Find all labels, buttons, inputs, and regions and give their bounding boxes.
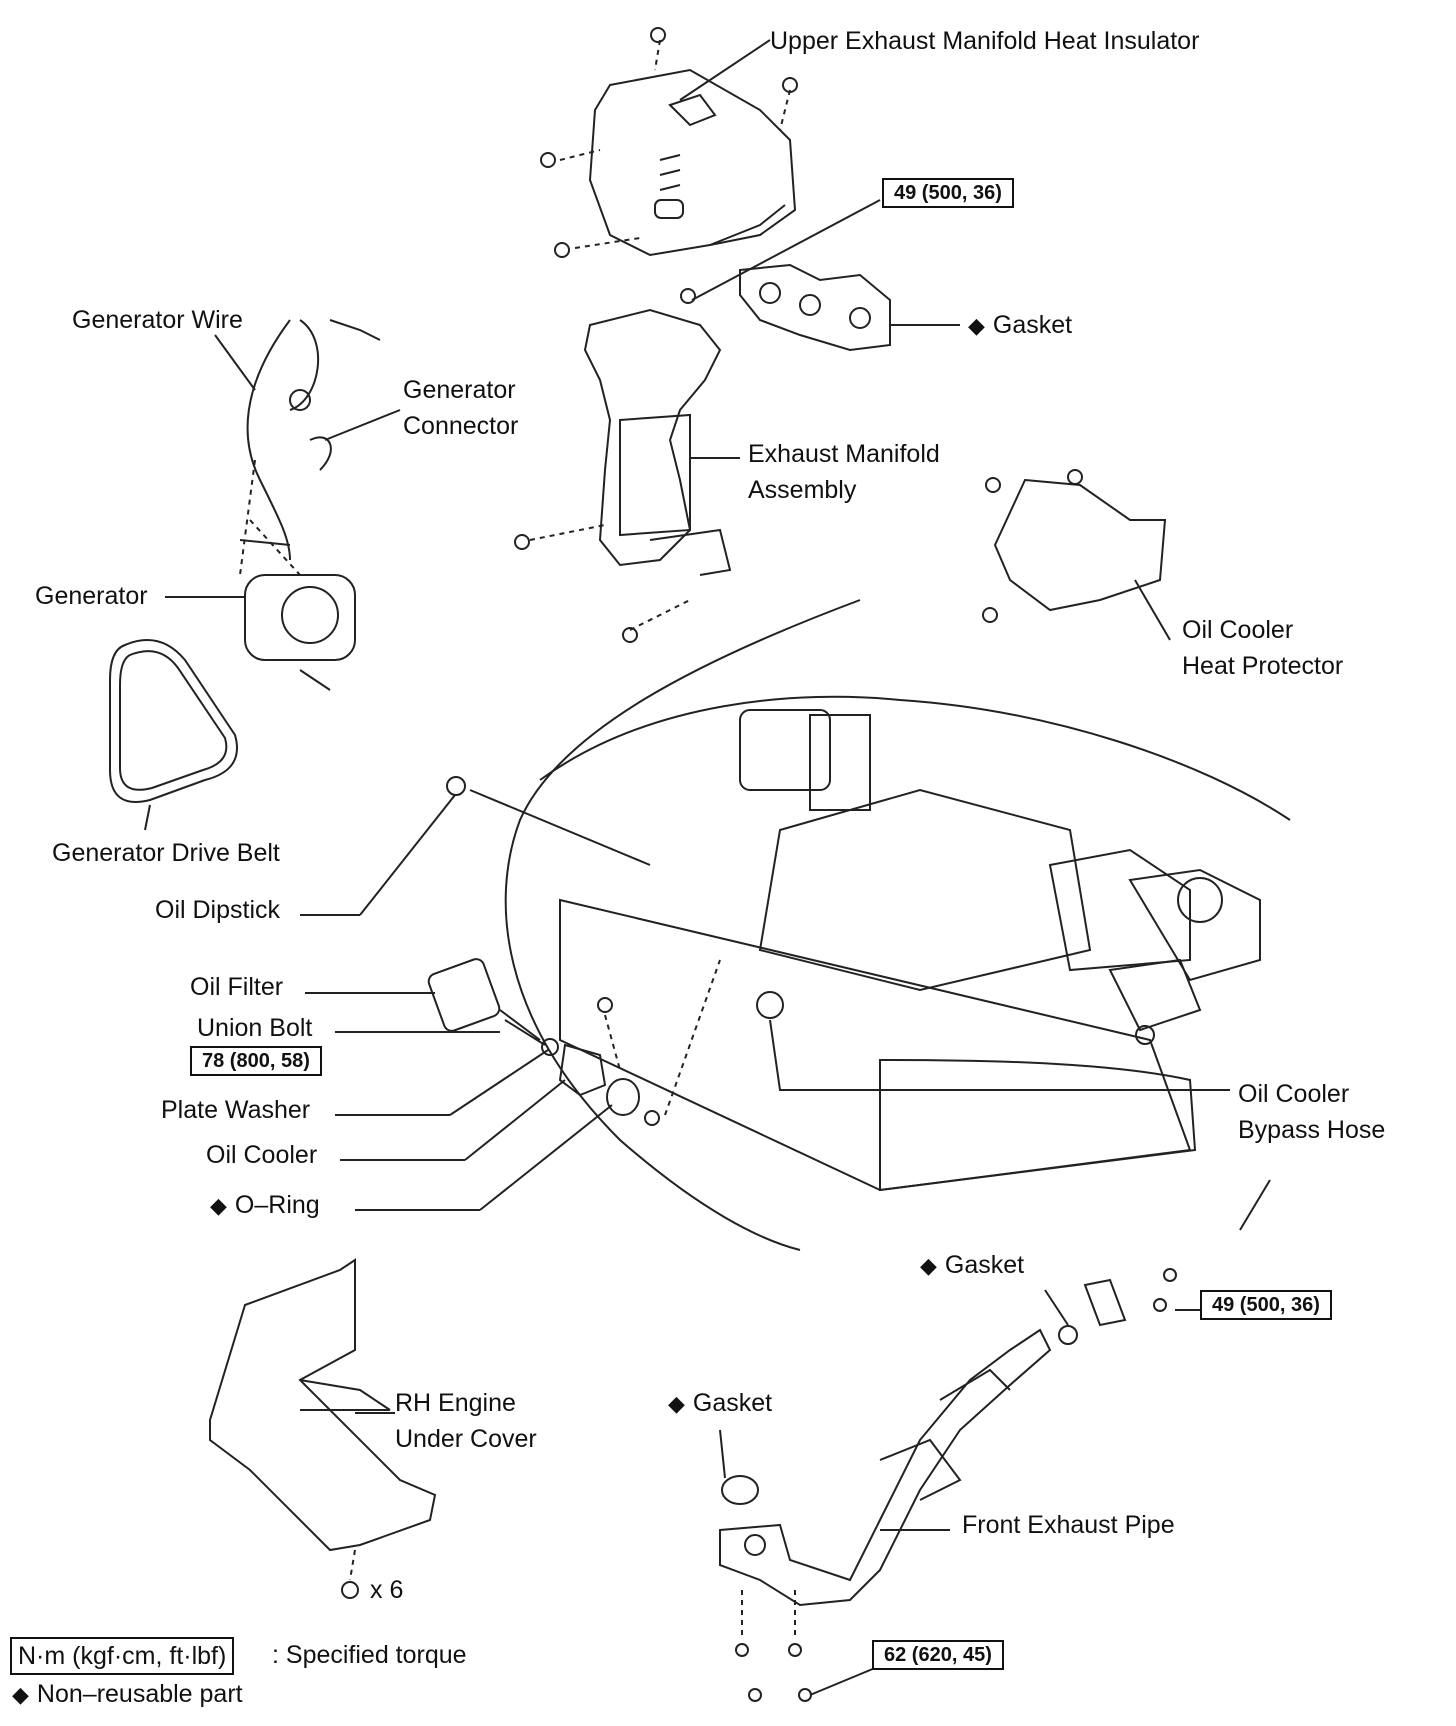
label-bypass-hose-2: Bypass Hose xyxy=(1238,1116,1386,1144)
label-generator-connector-1: Generator xyxy=(403,376,516,404)
label-front-pipe: Front Exhaust Pipe xyxy=(962,1511,1175,1539)
label-rh-cover-1: RH Engine xyxy=(395,1389,516,1417)
gasket-pipe-upper-text: Gasket xyxy=(944,1251,1025,1279)
gasket-pipe-lower-text: Gasket xyxy=(692,1389,773,1417)
generator-drawing xyxy=(239,459,356,691)
label-exhaust-manifold-2: Assembly xyxy=(748,476,857,504)
exhaust-manifold-drawing xyxy=(514,288,732,643)
engine-bay-drawing xyxy=(504,599,1291,1251)
label-gasket-manifold: ◆ Gasket xyxy=(968,307,1072,344)
label-exhaust-manifold-1: Exhaust Manifold xyxy=(748,440,940,468)
label-rh-cover-2: Under Cover xyxy=(395,1425,537,1453)
label-drive-belt: Generator Drive Belt xyxy=(52,839,280,867)
manifold-gasket-drawing xyxy=(739,263,891,352)
label-plate-washer: Plate Washer xyxy=(161,1096,311,1124)
legend-torque-unit: N·m (kgf·cm, ft·lbf) xyxy=(10,1637,235,1675)
torque-box-pipe-upper: 49 (500, 36) xyxy=(1200,1290,1332,1320)
upper-heat-insulator-drawing xyxy=(540,27,798,258)
torque-box-union-bolt: 78 (800, 58) xyxy=(190,1046,322,1076)
drive-belt-drawing xyxy=(109,639,238,831)
torque-box-pipe-lower: 62 (620, 45) xyxy=(872,1640,1004,1670)
rh-under-cover-drawing xyxy=(209,1258,437,1599)
legend-torque-desc: : Specified torque xyxy=(272,1641,467,1669)
label-generator-wire: Generator Wire xyxy=(72,306,243,334)
label-gasket-pipe-upper: ◆ Gasket xyxy=(920,1247,1024,1284)
gasket-manifold-text: Gasket xyxy=(992,311,1073,339)
legend-nonreusable: ◆ Non–reusable part xyxy=(12,1676,243,1713)
label-union-bolt: Union Bolt xyxy=(197,1014,313,1042)
label-bolt-count: x 6 xyxy=(370,1576,404,1604)
front-exhaust-pipe-drawing xyxy=(719,1268,1177,1702)
label-o-ring: ◆ O–Ring xyxy=(210,1187,320,1224)
generator-wire-drawing xyxy=(246,319,381,561)
oil-cooler-heat-protector-drawing xyxy=(982,469,1167,623)
label-generator-connector-2: Connector xyxy=(403,412,519,440)
o-ring-text: O–Ring xyxy=(234,1191,320,1219)
label-oil-filter: Oil Filter xyxy=(190,973,284,1001)
nonreusable-mark: ◆ xyxy=(668,1391,685,1416)
label-oil-cooler-heat-2: Heat Protector xyxy=(1182,652,1344,680)
oil-dipstick-drawing xyxy=(359,776,651,916)
label-oil-cooler: Oil Cooler xyxy=(206,1141,318,1169)
label-gasket-pipe-lower: ◆ Gasket xyxy=(668,1385,772,1422)
nonreusable-mark: ◆ xyxy=(12,1682,29,1707)
oil-filter-assembly-drawing xyxy=(427,958,721,1126)
torque-box-manifold: 49 (500, 36) xyxy=(882,178,1014,208)
nonreusable-mark: ◆ xyxy=(968,313,985,338)
legend-nonreusable-text: Non–reusable part xyxy=(36,1680,243,1708)
nonreusable-mark: ◆ xyxy=(920,1253,937,1278)
label-bypass-hose-1: Oil Cooler xyxy=(1238,1080,1350,1108)
label-oil-dipstick: Oil Dipstick xyxy=(155,896,281,924)
label-oil-cooler-heat-1: Oil Cooler xyxy=(1182,616,1294,644)
nonreusable-mark: ◆ xyxy=(210,1193,227,1218)
label-upper-insulator: Upper Exhaust Manifold Heat Insulator xyxy=(770,27,1200,55)
label-generator: Generator xyxy=(35,582,148,610)
